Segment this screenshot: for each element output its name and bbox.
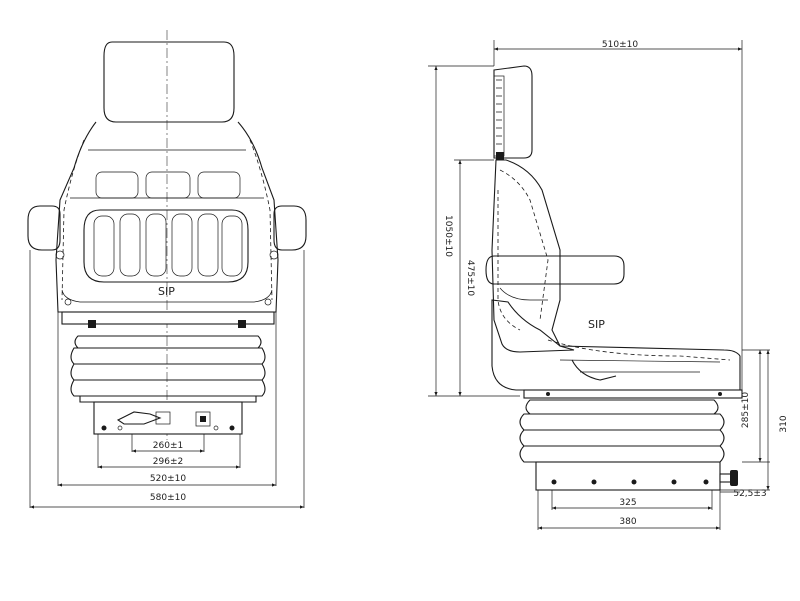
right-armrest	[273, 205, 307, 251]
seat-plate	[61, 311, 275, 325]
side-headrest	[493, 65, 533, 159]
side-view: SIP	[428, 40, 789, 530]
dim-suspension-max: 310	[779, 415, 789, 432]
lumbar-cushion	[83, 209, 249, 283]
dim-base-depth-inner: 325	[619, 498, 636, 508]
side-brand-label: SIP	[588, 318, 605, 331]
dim-seat-width: 520±10	[150, 474, 186, 484]
side-bellows	[519, 399, 725, 463]
dim-base-depth-outer: 380	[619, 517, 636, 527]
side-seat-cushion	[491, 299, 741, 391]
dim-backrest-height: 475±10	[465, 260, 475, 296]
left-armrest	[27, 205, 61, 251]
dim-knob-offset: 52,5±3	[733, 489, 766, 499]
adjust-lever	[116, 411, 162, 425]
dim-rail-outer: 296±2	[153, 457, 183, 467]
side-seat-plate	[523, 389, 743, 399]
front-brand-label: SIP	[158, 285, 175, 298]
dim-height-overall: 1050±10	[443, 215, 453, 257]
side-base	[535, 461, 721, 491]
dim-overall-width: 580±10	[150, 493, 186, 503]
dim-depth-overall: 510±10	[602, 40, 638, 50]
dim-rail-inner: 260±1	[153, 441, 183, 451]
side-armrest	[485, 255, 625, 285]
dim-suspension-height: 285±10	[741, 392, 751, 428]
headrest	[103, 41, 235, 123]
front-view: SIP 26	[27, 30, 307, 509]
front-bellows	[70, 335, 266, 403]
front-base	[93, 401, 243, 435]
